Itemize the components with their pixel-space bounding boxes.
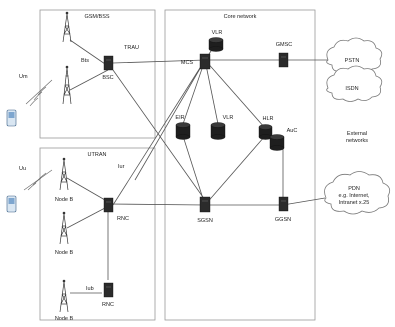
vlr-top-database-icon [208,37,224,52]
bsc-node-icon [103,55,114,71]
pstn-label: PSTN [345,58,360,64]
gsm-bss-title: GSM/BSS [84,14,109,20]
core-network-box [164,9,316,321]
nodeb-tower-2-icon [59,211,69,245]
msc-node-icon [199,53,211,70]
rnc-bottom-node-icon [103,282,114,298]
connection-lines [66,39,340,294]
gmsc-node-icon [278,52,289,68]
nodeb-label-1: Node B [55,197,74,203]
bts-label: Bts [81,58,89,64]
mobile-phone-2-icon [6,195,17,213]
msc-label: MCS [181,60,194,66]
pdn-label-line3: Intranet x.25 [339,200,370,206]
eir-database-icon [175,122,191,140]
isdn-label: ISDN [345,86,358,92]
gsm-bss-box [39,9,156,139]
isdn-cloud-icon [326,65,383,102]
ggsn-node-icon [278,196,289,212]
gmsc-label: GMSC [276,42,293,48]
iur-interface-label: Iur [118,164,125,170]
uu-interface-label: Uu [19,166,26,172]
external-networks-label-line2: networks [346,138,368,144]
sgsn-label: SGSN [197,218,213,224]
um-interface-label: Um [19,74,28,80]
rnc-top-label: RNC [117,216,129,222]
pdn-label-line1: PDN [348,186,360,192]
eir-label: EIR [175,115,184,121]
rnc-bottom-label: RNC [102,302,114,308]
external-networks-label-line1: External [347,131,367,137]
vlr-mid-database-icon [210,122,226,140]
bts-tower-1-icon [62,11,72,43]
auc-label: AuC [287,128,298,134]
rnc-top-node-icon [103,197,114,213]
hlr-database-icon [258,124,273,140]
pdn-label-line2: e.g. Internet, [339,193,370,199]
nodeb-tower-3-icon [59,279,69,313]
sgsn-node-icon [199,196,211,213]
ggsn-label: GGSN [275,217,291,223]
bsc-label: BSC [102,75,113,81]
iub-interface-label: Iub [86,286,94,292]
pdn-cloud-icon [324,171,391,215]
utran-box [39,147,156,321]
vlr-mid-label: VLR [223,115,234,121]
nodeb-label-2: Node B [55,250,74,256]
vlr-top-label: VLR [212,30,223,36]
radio-wave-uu-icon [23,169,53,191]
nodeb-label-3: Node B [55,316,74,322]
hlr-label: HLR [262,116,273,122]
trau-label: TRAU [124,45,139,51]
radio-wave-um-icon [25,79,53,107]
auc-database-icon [269,134,285,151]
nodeb-tower-1-icon [59,157,69,191]
core-network-title: Core network [224,14,257,20]
utran-title: UTRAN [88,152,107,158]
bts-tower-2-icon [62,65,72,105]
mobile-phone-1-icon [6,109,17,127]
